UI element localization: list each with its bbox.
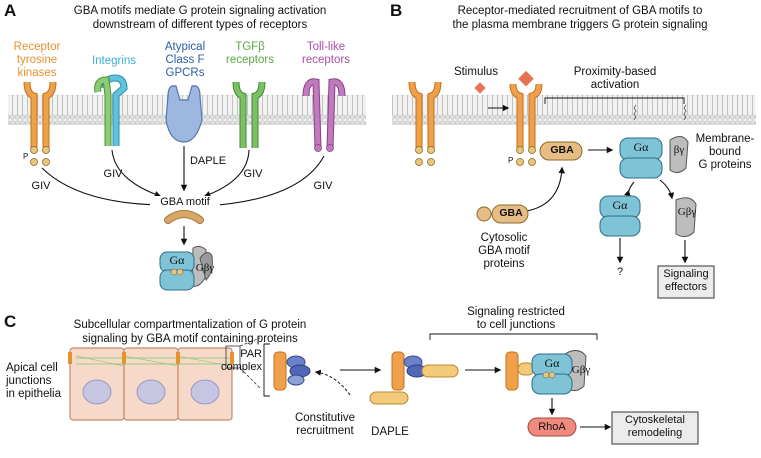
daple-shape	[369, 391, 409, 405]
arrow-label-giv-2: GIV	[103, 168, 123, 180]
cytosolic-label: Cytosolic GBA motif proteins	[478, 232, 530, 270]
integrin-receptor	[94, 74, 128, 146]
membrane-b	[392, 95, 756, 125]
arrow-label-giv-1: GIV	[31, 180, 51, 192]
restricted-bracket	[429, 333, 598, 340]
gba-bound	[539, 141, 583, 161]
arrow-label-giv-4: GIV	[313, 180, 333, 192]
cyto-label: Cytoskeletal remodeling	[625, 414, 685, 439]
epithelia-cells	[68, 347, 234, 421]
gbg-label-b: Gβγ	[677, 206, 697, 218]
by-label-b: βγ	[673, 144, 685, 156]
phospho-b: P	[508, 156, 514, 165]
cyto-box	[611, 411, 699, 445]
question-mark: ?	[616, 266, 624, 278]
galpha-label-c: Gα	[544, 356, 560, 370]
gba-cytosolic-label: GBA	[499, 207, 523, 219]
gba-cytosolic	[476, 204, 529, 224]
membrane-bound-label: Membrane- bound G proteins	[695, 133, 755, 171]
panel-b-title: Receptor-mediated recruitment of GBA mot…	[452, 5, 708, 31]
daple-label: DAPLE	[371, 426, 409, 438]
galpha-label-b2: Gα	[612, 198, 628, 212]
panel-a-title: GBA motifs mediate G protein signaling a…	[73, 5, 327, 31]
panel-letter-b: B	[390, 1, 403, 20]
gprotein-b-membrane	[619, 104, 689, 179]
gba-motif-label: GBA motif	[150, 196, 220, 209]
galpha-label-a: Gα	[169, 253, 185, 267]
panel-letter-c: C	[4, 312, 17, 331]
label-gpcr: Atypical Class F GPCRs	[164, 41, 206, 79]
rtk-receptor-b1	[408, 81, 442, 166]
zoom-box	[225, 345, 241, 369]
galpha-label-b1: Gα	[633, 140, 649, 154]
gbg-label-c: Gβγ	[571, 364, 591, 376]
gba-bound-label: GBA	[550, 144, 574, 156]
tgfb-receptor	[232, 81, 266, 148]
label-tgfb: TGFβ receptors	[226, 41, 274, 66]
phospho-a: P	[23, 152, 29, 161]
galpha-free-b	[599, 195, 641, 237]
apical-label: Apical cell junctions in epithelia	[6, 362, 61, 400]
panel-letter-a: A	[4, 1, 17, 20]
par-complex-1	[273, 351, 311, 391]
rhoa-shape	[527, 417, 577, 437]
proximity-bracket	[544, 97, 685, 104]
gprotein-a	[159, 245, 213, 291]
zoom-lines	[239, 337, 261, 389]
par-bracket	[263, 343, 270, 397]
effectors-box	[657, 265, 715, 299]
proximity-label: Proximity-based activation	[573, 66, 657, 91]
stimulus-small	[474, 82, 486, 94]
gbg-label-a: Gβγ	[195, 262, 215, 274]
toll-like-receptor	[302, 78, 346, 152]
rtk-receptor-a	[23, 81, 57, 166]
effectors-label: Signaling effectors	[663, 268, 709, 293]
panel-c-title: Subcellular compartmentalization of G pr…	[73, 319, 307, 345]
restricted-label: Signaling restricted to cell junctions	[467, 306, 565, 331]
label-toll: Toll-like receptors	[302, 41, 350, 66]
par-label: PAR complex	[221, 348, 262, 373]
arrow-label-giv-3: GIV	[243, 168, 263, 180]
label-rtk: Receptor tyrosine kinases	[13, 41, 61, 79]
constitutive-label: Constitutive recruitment	[294, 412, 356, 437]
par-complex-3	[505, 350, 587, 395]
arrows-a	[41, 146, 325, 246]
gbg-free-b	[675, 197, 697, 238]
stimulus-label: Stimulus	[453, 66, 499, 78]
par-complex-2	[391, 351, 459, 391]
label-integrins: Integrins	[91, 55, 137, 67]
arrow-label-daple: DAPLE	[189, 155, 227, 167]
rhoa-label: RhoA	[538, 421, 566, 433]
gpcr-receptor	[165, 85, 203, 143]
